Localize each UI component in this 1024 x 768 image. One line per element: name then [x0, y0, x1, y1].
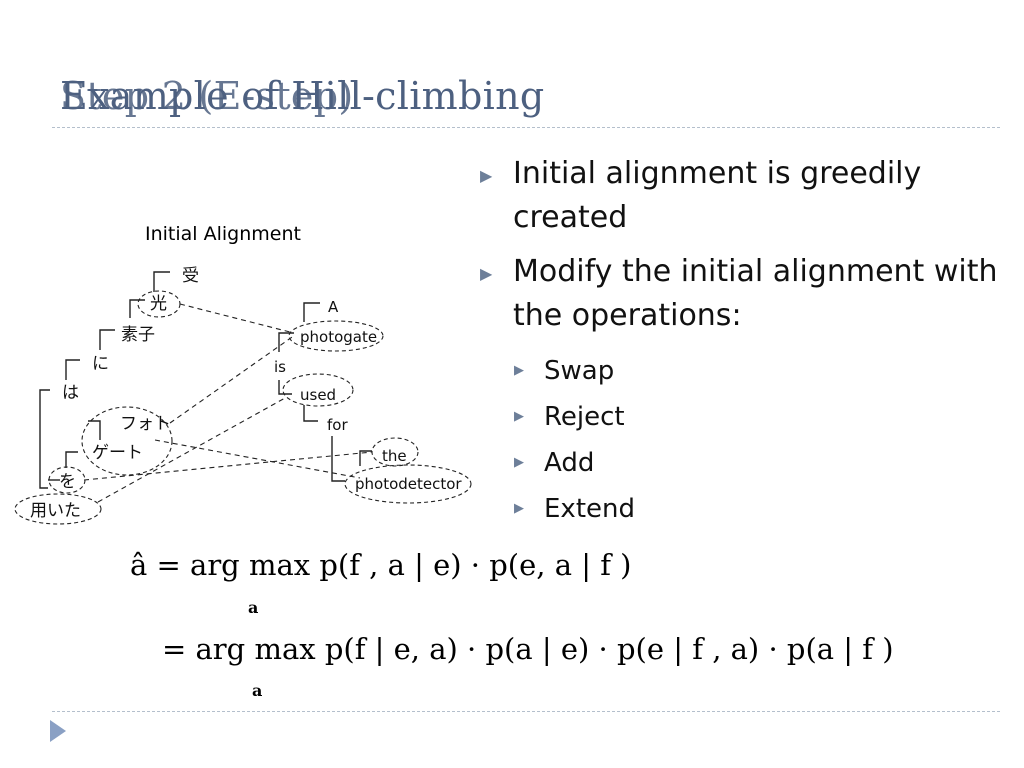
sub-bullet-item: ▶ Add — [480, 440, 1010, 486]
jp-token: 用いた — [30, 501, 81, 521]
jp-token: に — [92, 354, 109, 374]
diagram-caption: Initial Alignment — [145, 223, 301, 245]
en-token: photodetector — [355, 475, 462, 493]
bullet-arrow-icon: ▶ — [480, 166, 493, 185]
sub-bullet-item: ▶ Extend — [480, 486, 1010, 532]
en-token: for — [327, 416, 348, 434]
bullet-arrow-icon: ▶ — [514, 501, 524, 516]
jp-token: 素子 — [121, 325, 155, 345]
formula-subscript-2: a — [252, 681, 263, 700]
jp-token: は — [62, 383, 79, 403]
jp-token: フォト — [120, 414, 171, 434]
operation-extend: Extend — [544, 494, 635, 524]
operation-reject: Reject — [544, 402, 625, 432]
title-separator — [52, 127, 1000, 128]
sub-bullet-item: ▶ Swap — [480, 348, 1010, 394]
en-token: photogate — [300, 328, 377, 346]
japanese-tree — [39, 271, 170, 489]
bullet-text: Modify the initial alignment with the op… — [513, 254, 998, 333]
en-token: the — [382, 447, 407, 465]
slide-title: Example of Hill-climbing — [60, 74, 545, 118]
operation-swap: Swap — [544, 356, 615, 386]
footer-separator — [52, 711, 1000, 712]
jp-token: を — [59, 472, 76, 492]
bullet-list: ▶ Initial alignment is greedily created … — [480, 152, 1010, 532]
jp-token: 受 — [182, 266, 199, 286]
en-token: A — [328, 298, 339, 316]
english-tree — [278, 302, 372, 482]
formula-line-2: = arg max p(f | e, a) · p(a | e) · p(e |… — [162, 632, 894, 666]
alignment-diagram: Initial Alignment 受 光 素子 に は フォト ゲート を 用… — [14, 223, 472, 525]
bullet-arrow-icon: ▶ — [480, 264, 493, 283]
en-token: is — [274, 358, 286, 376]
next-slide-arrow-icon[interactable] — [50, 720, 66, 742]
japanese-tokens: 受 光 素子 に は フォト ゲート を 用いた — [30, 266, 199, 521]
formula-line-1: â = arg max p(f , a | e) · p(e, a | f ) — [130, 548, 632, 582]
bullet-arrow-icon: ▶ — [514, 363, 524, 378]
formula-subscript-1: a — [248, 598, 259, 617]
en-token: used — [300, 386, 336, 404]
english-tokens: A photogate is used for the photodetecto… — [274, 298, 462, 493]
bullet-item: ▶ Initial alignment is greedily created — [480, 152, 1010, 240]
jp-token: ゲート — [92, 443, 143, 463]
bullet-item: ▶ Modify the initial alignment with the … — [480, 250, 1010, 338]
bullet-arrow-icon: ▶ — [514, 455, 524, 470]
sub-bullet-item: ▶ Reject — [480, 394, 1010, 440]
operation-add: Add — [544, 448, 595, 478]
jp-token: 光 — [150, 294, 167, 314]
slide-title-overlay: Step 2 (E-step) — [60, 74, 354, 118]
bullet-text: Initial alignment is greedily created — [513, 156, 922, 235]
alignment-links — [83, 303, 373, 503]
bullet-arrow-icon: ▶ — [514, 409, 524, 424]
